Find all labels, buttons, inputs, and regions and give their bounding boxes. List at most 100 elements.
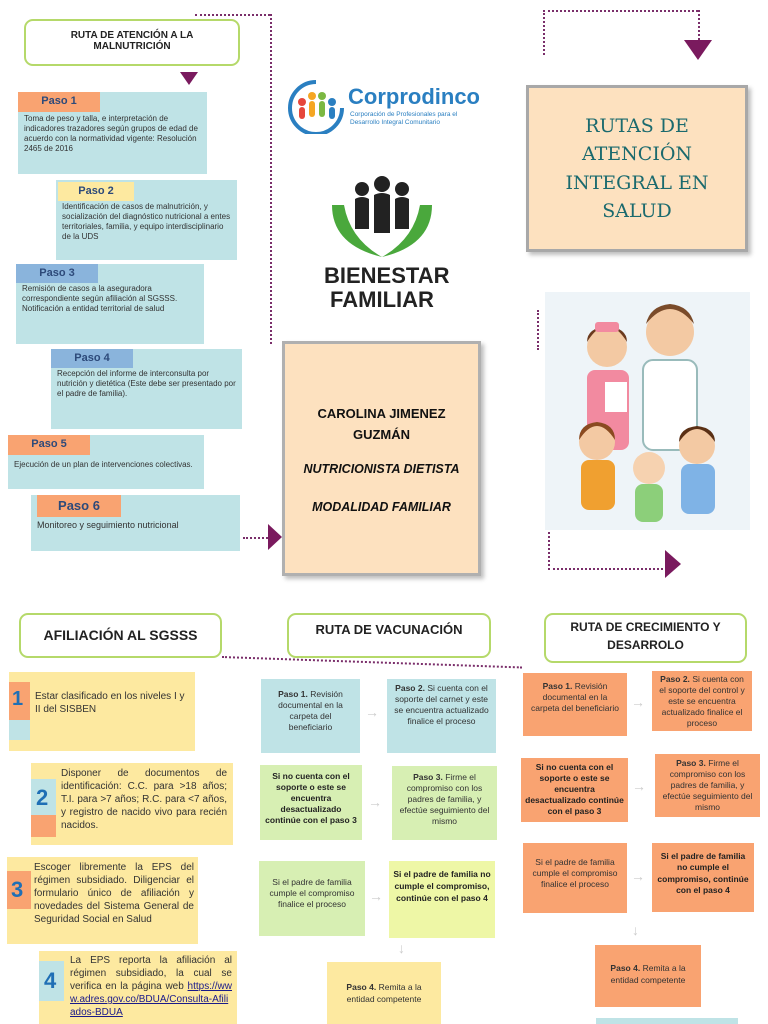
author-name: CAROLINA JIMENEZ GUZMÁN bbox=[317, 406, 446, 442]
step-text: Identificación de casos de malnutrición,… bbox=[62, 202, 231, 241]
dotted-connector bbox=[243, 537, 268, 539]
number-badge bbox=[9, 682, 30, 720]
step-text: Firme el compromiso con los padres de fa… bbox=[662, 758, 753, 813]
step-tag: Paso 3 bbox=[16, 264, 98, 283]
vacunacion-si-cumple: Si el padre de familia cumple el comprom… bbox=[259, 861, 365, 936]
corprodinco-logo: Corprodinco Corporación de Profesionales… bbox=[286, 78, 480, 138]
malnutrition-step-5: Ejecución de un plan de intervenciones c… bbox=[8, 435, 204, 489]
item-text: Estar clasificado en los niveles I y II … bbox=[35, 691, 185, 715]
step-label: Paso 2. bbox=[660, 674, 690, 684]
step-label: Paso 4. bbox=[346, 982, 377, 992]
vacunacion-step-4: Paso 4. Remita a la entidad competente bbox=[327, 962, 441, 1024]
doctor-nurse-children-icon bbox=[579, 304, 715, 522]
item-number: 1 bbox=[12, 688, 24, 710]
crecimiento-si-cumple: Si el padre de familia cumple el comprom… bbox=[523, 843, 627, 913]
step-label: Paso 2. bbox=[395, 683, 425, 693]
arrow-right-icon: → bbox=[632, 778, 646, 794]
triangle-marker-icon bbox=[268, 524, 282, 550]
item-number: 2 bbox=[36, 785, 49, 810]
crecimiento-step-2: Paso 2. Si cuenta con el soporte del con… bbox=[652, 671, 752, 731]
corprodinco-subtitle: Corporación de Profesionales para el Des… bbox=[350, 111, 458, 126]
crecimiento-next-box bbox=[596, 1018, 738, 1024]
step-label: Paso 3. bbox=[676, 758, 706, 768]
afiliacion-item-4: 4 La EPS reporta la afiliación al régime… bbox=[39, 951, 237, 1024]
number-badge-accent bbox=[31, 815, 56, 837]
dotted-connector bbox=[543, 10, 545, 55]
step-text: Recepción del informe de interconsulta p… bbox=[57, 369, 236, 398]
bienestar-line2: FAMILIAR bbox=[330, 287, 434, 312]
crecimiento-step-4: Paso 4. Remita a la entidad competente bbox=[595, 945, 701, 1007]
arrow-right-icon: → bbox=[368, 794, 382, 810]
dotted-connector bbox=[195, 14, 270, 16]
step-text: Si cuenta con el soporte del control y e… bbox=[659, 674, 745, 729]
step-text: Si cuenta con el soporte del carnet y es… bbox=[394, 683, 489, 727]
step-text: Remisión de casos a la aseguradora corre… bbox=[22, 284, 178, 313]
corprodinco-emblem-icon bbox=[288, 80, 344, 136]
step-tag: Paso 4 bbox=[51, 349, 133, 368]
main-title-box: RUTAS DE ATENCIÓN INTEGRAL EN SALUD bbox=[526, 85, 748, 252]
vacunacion-title: RUTA DE VACUNACIÓN bbox=[287, 613, 491, 658]
number-badge-accent bbox=[9, 720, 30, 740]
item-number: 4 bbox=[44, 968, 57, 993]
vacunacion-step-2: Paso 2. Si cuenta con el soporte del car… bbox=[387, 679, 496, 753]
vacunacion-no-cuenta: Si no cuenta con el soporte o este se en… bbox=[260, 765, 362, 840]
step-text: Monitoreo y seguimiento nutricional bbox=[37, 520, 179, 530]
arrow-right-icon: → bbox=[369, 888, 383, 904]
step-label: Paso 1. bbox=[278, 689, 308, 699]
item-text: Disponer de documentos de identificación… bbox=[61, 768, 227, 831]
arrow-down-icon: ↓ bbox=[632, 922, 639, 938]
step-tag: Paso 2 bbox=[58, 182, 134, 201]
arrow-right-icon: → bbox=[631, 694, 645, 710]
step-text: Revisión documental en la carpeta del be… bbox=[531, 681, 619, 714]
family-hands-icon bbox=[332, 176, 432, 257]
step-label: Paso 3. bbox=[413, 772, 443, 782]
malnutrition-title: RUTA DE ATENCIÓN A LA MALNUTRICIÓN bbox=[24, 19, 240, 66]
step-tag: Paso 6 bbox=[37, 495, 121, 517]
dotted-connector bbox=[548, 500, 550, 570]
health-team-illustration bbox=[545, 292, 750, 530]
author-role: NUTRICIONISTA DIETISTA bbox=[303, 462, 460, 476]
arrow-right-icon: → bbox=[631, 868, 645, 884]
step-text: Remita a la entidad competente bbox=[610, 963, 686, 985]
item-text: Escoger libremente la EPS del régimen su… bbox=[34, 862, 194, 925]
dotted-connector bbox=[698, 10, 700, 40]
number-badge bbox=[7, 871, 31, 909]
malnutrition-step-1: Toma de peso y talla, e interpretación d… bbox=[18, 92, 207, 174]
step-label: Paso 1. bbox=[542, 681, 573, 691]
triangle-marker-icon bbox=[665, 550, 681, 578]
vacunacion-step-3: Paso 3. Firme el compromiso con los padr… bbox=[392, 766, 497, 840]
afiliacion-item-1: 1 Estar clasificado en los niveles I y I… bbox=[9, 672, 195, 751]
bienestar-familiar-logo: BIENESTAR FAMILIAR bbox=[322, 175, 450, 315]
item-number: 3 bbox=[11, 877, 24, 902]
step-text: Toma de peso y talla, e interpretación d… bbox=[24, 114, 198, 153]
author-box: CAROLINA JIMENEZ GUZMÁN NUTRICIONISTA DI… bbox=[282, 341, 481, 576]
dotted-connector bbox=[543, 10, 698, 12]
dotted-connector bbox=[537, 310, 539, 350]
vacunacion-step-1: Paso 1. Revisión documental en la carpet… bbox=[261, 679, 360, 753]
corprodinco-name: Corprodinco bbox=[348, 84, 480, 109]
number-badge bbox=[39, 961, 64, 1001]
arrow-down-icon: ↓ bbox=[398, 940, 405, 956]
item-text-body: La EPS reporta la afiliación al régimen … bbox=[70, 955, 232, 992]
crecimiento-title: RUTA DE CRECIMIENTO Y DESARROLO bbox=[544, 613, 747, 663]
afiliacion-item-2: 2 Disponer de documentos de identificaci… bbox=[31, 763, 233, 845]
triangle-marker-icon bbox=[180, 72, 198, 85]
step-text: Firme el compromiso con los padres de fa… bbox=[399, 772, 490, 827]
adres-link[interactable]: https://www.adres.gov.co/BDUA/Consulta-A… bbox=[70, 981, 232, 1018]
author-modality: MODALIDAD FAMILIAR bbox=[312, 500, 451, 514]
dotted-connector bbox=[548, 568, 663, 570]
triangle-marker-icon bbox=[684, 40, 712, 60]
dotted-connector bbox=[270, 14, 272, 344]
afiliacion-title: AFILIACIÓN AL SGSSS bbox=[19, 613, 222, 658]
step-tag: Paso 1 bbox=[18, 92, 100, 112]
afiliacion-item-3: 3 Escoger libremente la EPS del régimen … bbox=[7, 857, 198, 944]
step-text: Remita a la entidad competente bbox=[346, 982, 422, 1004]
step-tag: Paso 5 bbox=[8, 435, 90, 455]
bienestar-line1: BIENESTAR bbox=[324, 263, 450, 288]
arrow-right-icon: → bbox=[365, 704, 379, 720]
item-text: La EPS reporta la afiliación al régimen … bbox=[70, 954, 232, 1019]
step-text: Revisión documental en la carpeta del be… bbox=[278, 689, 343, 733]
vacunacion-no-cumple: Si el padre de familia no cumple el comp… bbox=[389, 861, 495, 938]
crecimiento-no-cuenta: Si no cuenta con el soporte o este se en… bbox=[521, 758, 628, 822]
crecimiento-step-3: Paso 3. Firme el compromiso con los padr… bbox=[655, 754, 760, 817]
